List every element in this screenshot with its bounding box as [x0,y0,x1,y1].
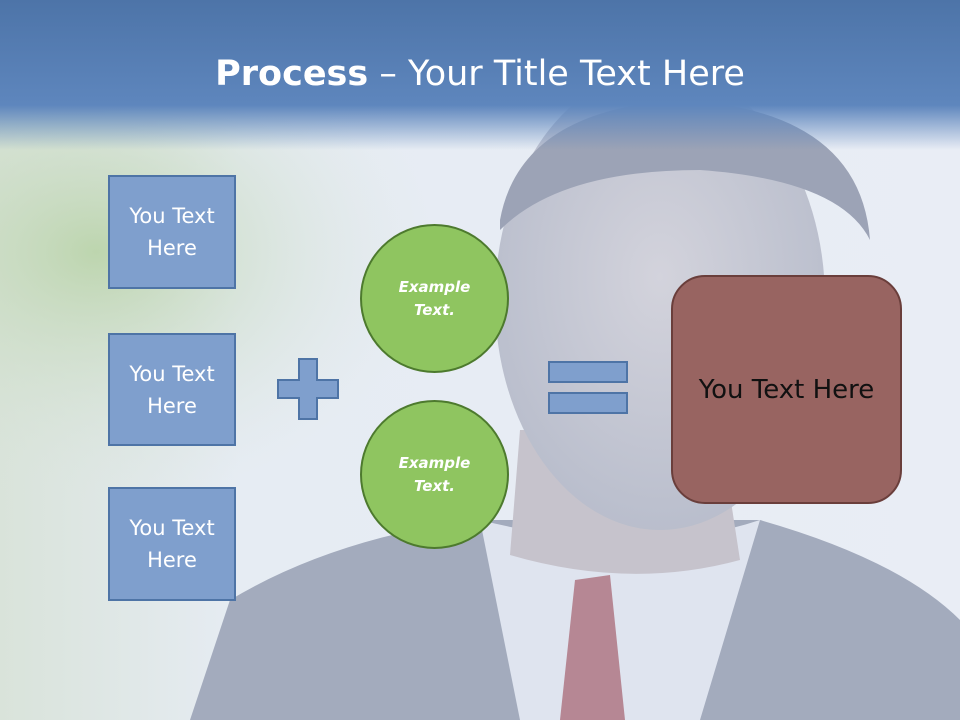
example-circle-1[interactable]: Example Text. [360,224,509,373]
input-box-1[interactable]: You Text Here [108,175,236,289]
equals-icon [548,361,628,414]
input-box-2[interactable]: You Text Here [108,333,236,446]
title-bold: Process [215,54,369,94]
plus-icon [277,358,339,420]
input-box-3[interactable]: You Text Here [108,487,236,601]
result-box[interactable]: You Text Here [671,275,902,504]
title-separator: – [368,54,408,94]
example-circle-2-label: Example Text. [398,453,471,495]
input-box-1-label: You Text Here [129,204,215,260]
input-box-3-label: You Text Here [129,516,215,572]
input-box-2-label: You Text Here [129,361,215,418]
title-rest: Your Title Text Here [407,54,745,94]
example-circle-1-label: Example Text. [398,277,471,319]
slide-title: Process – Your Title Text Here [0,52,960,96]
result-box-label: You Text Here [698,374,875,405]
example-circle-2[interactable]: Example Text. [360,400,509,549]
title-band [0,0,960,150]
